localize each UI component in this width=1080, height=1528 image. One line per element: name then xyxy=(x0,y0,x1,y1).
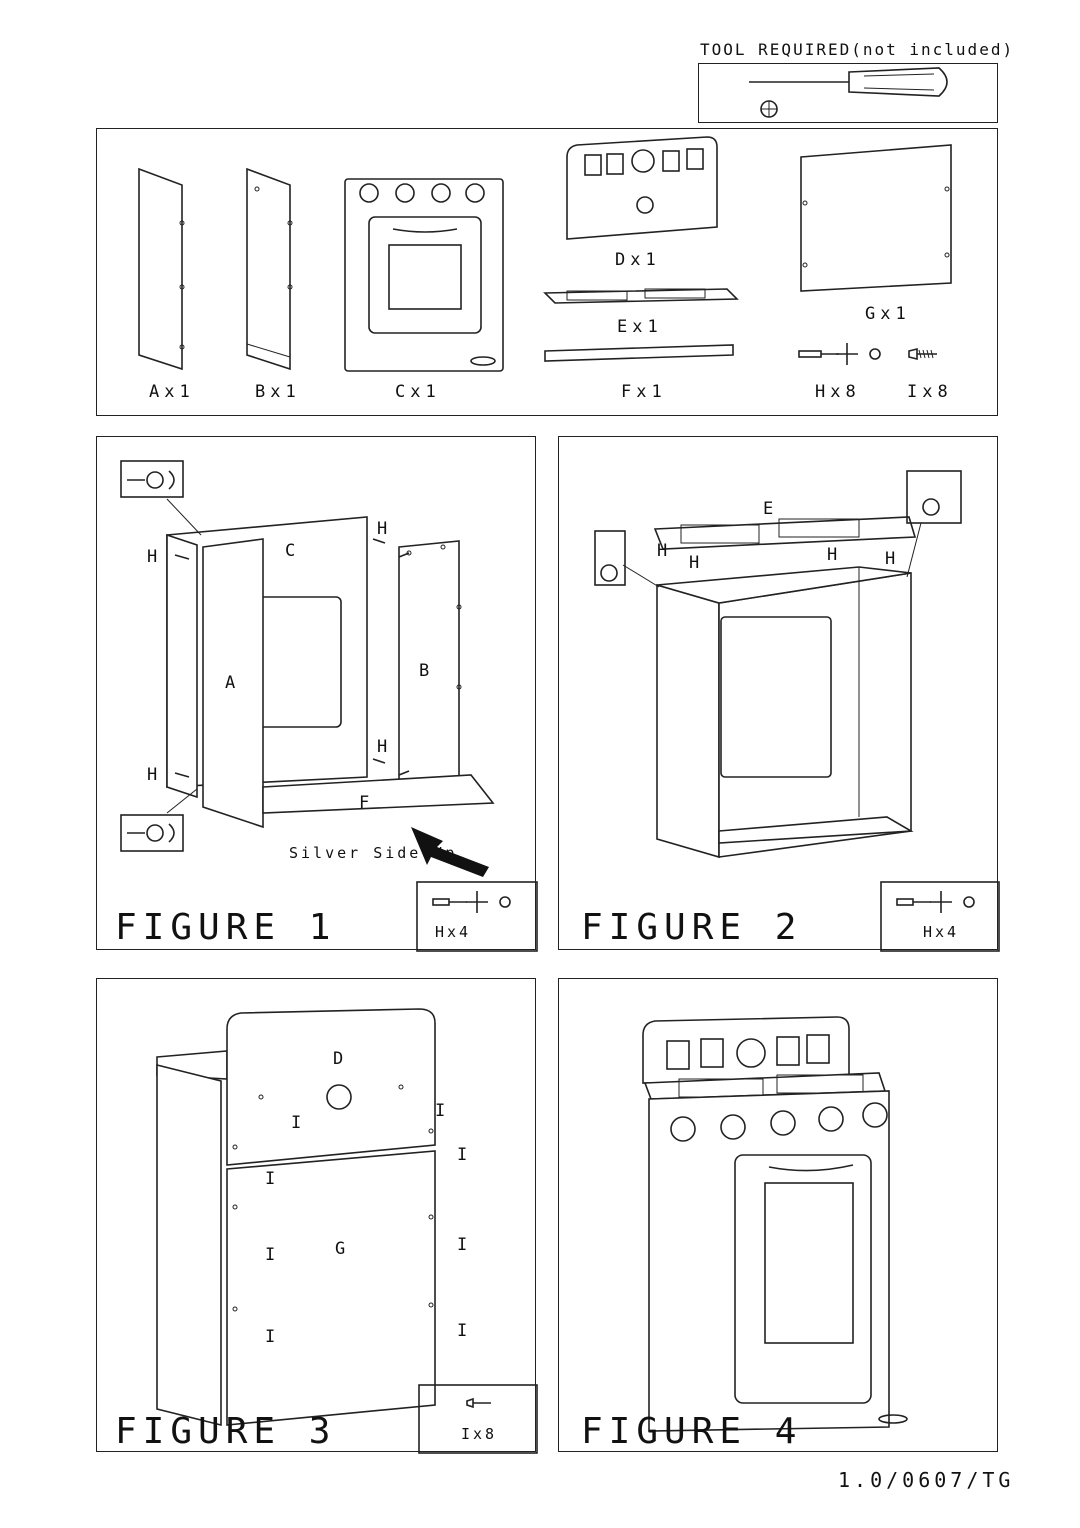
screw-hole-markers xyxy=(232,1084,434,1312)
parts-drawing xyxy=(138,136,952,372)
fig1-letter-c: C xyxy=(285,541,301,561)
cam-lock-detail-icon-bottom xyxy=(120,788,198,852)
fig3-title: FIGURE 3 xyxy=(115,1411,337,1452)
part-c-oven-front xyxy=(344,178,504,372)
fig3-letter-i-1: I xyxy=(291,1113,307,1133)
fig1-letter-h-4: H xyxy=(147,765,163,785)
part-label-g: Gx1 xyxy=(865,304,911,324)
hardware-box xyxy=(416,881,538,952)
fig2-hardware: Hx4 xyxy=(923,923,960,941)
fig2-letter-h-4: H xyxy=(885,549,901,569)
fig1-hardware: Hx4 xyxy=(435,923,472,941)
fig3-letter-i-6: I xyxy=(457,1235,473,1255)
part-i-screw-icon xyxy=(908,347,937,361)
part-label-d: Dx1 xyxy=(615,250,661,270)
fig3-letter-d: D xyxy=(333,1049,349,1069)
part-label-f: Fx1 xyxy=(621,382,667,402)
fig2-letter-e: E xyxy=(763,499,779,519)
fig1-title: FIGURE 1 xyxy=(115,907,337,948)
fig2-letter-h-1: H xyxy=(657,541,673,561)
cam-lock-detail-icon-right xyxy=(906,470,962,578)
fig2-letter-h-3: H xyxy=(827,545,843,565)
figure-1-drawing xyxy=(120,460,538,952)
part-label-h: Hx8 xyxy=(815,382,861,402)
fig1-letter-f: F xyxy=(359,793,375,813)
part-label-a: Ax1 xyxy=(149,382,195,402)
fig1-note: Silver Side Up xyxy=(289,844,458,862)
part-g-back-panel xyxy=(800,144,952,292)
part-label-c: Cx1 xyxy=(395,382,441,402)
figure-4-drawing xyxy=(642,1016,908,1432)
fig3-letter-i-8: I xyxy=(457,1321,473,1341)
arrow-icon xyxy=(411,827,489,877)
fig3-hardware: Ix8 xyxy=(461,1425,498,1443)
parts-list-panel: Ax1 Bx1 Cx1 Dx1 Ex1 Fx1 Gx1 Hx8 Ix8 xyxy=(96,128,998,416)
fig3-letter-i-2: I xyxy=(435,1101,451,1121)
version-code: 1.0/0607/TG xyxy=(838,1468,1015,1492)
cam-lock-detail-icon xyxy=(120,460,202,536)
fig3-letter-i-5: I xyxy=(265,1245,281,1265)
screwdriver-icon xyxy=(749,67,948,118)
part-label-e: Ex1 xyxy=(617,317,663,337)
hardware-box xyxy=(418,1384,538,1454)
tool-box xyxy=(698,63,998,123)
figure-2-drawing xyxy=(594,470,1000,952)
fig3-letter-g: G xyxy=(335,1239,351,1259)
figure-1-panel: H C H A B H H F Silver Side Up FIGURE 1 … xyxy=(96,436,538,952)
part-f-bottom-panel xyxy=(544,344,734,362)
hardware-box xyxy=(880,881,1000,952)
figure-3-drawing xyxy=(156,1008,538,1454)
part-a-side-panel xyxy=(138,167,185,371)
fig2-letter-h-2: H xyxy=(689,553,705,573)
cam-lock-detail-icon-left xyxy=(594,530,660,588)
part-label-i: Ix8 xyxy=(907,382,953,402)
tool-required-label: TOOL REQUIRED(not included) xyxy=(700,40,1015,59)
fig2-title: FIGURE 2 xyxy=(581,907,803,948)
fig4-title: FIGURE 4 xyxy=(581,1411,803,1452)
figure-4-panel: FIGURE 4 xyxy=(558,978,998,1452)
part-e-cooktop xyxy=(543,288,739,304)
figure-2-panel: E H H H H FIGURE 2 Hx4 xyxy=(558,436,1000,952)
part-b-side-panel xyxy=(246,167,293,371)
part-h-cam-bolt-icon xyxy=(798,343,881,365)
part-label-b: Bx1 xyxy=(255,382,301,402)
part-d-backsplash xyxy=(566,136,718,240)
figure-3-panel: D I I I I G I I I I FIGURE 3 Ix8 xyxy=(96,978,538,1454)
fig3-letter-i-7: I xyxy=(265,1327,281,1347)
fig3-letter-i-3: I xyxy=(457,1145,473,1165)
fig3-letter-i-4: I xyxy=(265,1169,281,1189)
fig1-letter-h-2: H xyxy=(377,519,393,539)
fig1-letter-h-3: H xyxy=(377,737,393,757)
fig1-letter-b: B xyxy=(419,661,435,681)
fig1-letter-a: A xyxy=(225,673,241,693)
fig1-letter-h-1: H xyxy=(147,547,163,567)
